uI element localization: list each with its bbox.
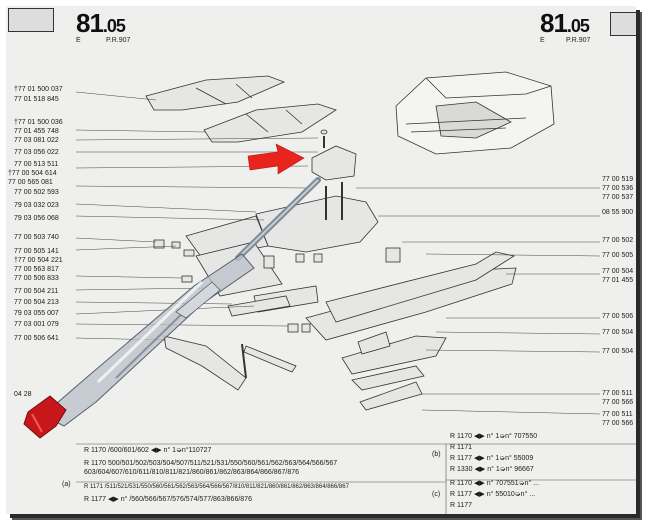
left-ref-7: †77 00 504 614	[8, 170, 57, 177]
left-ref-16: 77 00 506 833	[14, 275, 59, 282]
table-row: R 1177 ◀▶ n° /560/566/567/576/574/577/86…	[84, 496, 252, 503]
right-ref-7: 77 01 455	[602, 277, 634, 284]
header-right-icon	[610, 12, 636, 36]
header-left-e: E	[76, 37, 81, 44]
table-row: R 1177 ◀▶ n° 1➭n° 55009	[450, 455, 534, 462]
table-row: 603/604/607/610/611/810/811/821/860/861/…	[84, 469, 300, 476]
screwdriver-tester-icon	[23, 177, 321, 439]
left-ref-8: 77 00 565 081	[8, 179, 53, 186]
page-number-sub: .05	[566, 16, 590, 36]
right-ref-12: 77 00 566	[602, 399, 634, 406]
left-ref-6: 77 00 513 511	[14, 161, 59, 168]
applicability-table-right: R 1170 ◀▶ n° 1➭n° 707550 R 1171 R 1177 ◀…	[450, 432, 636, 514]
right-ref-13: 77 00 511	[602, 411, 633, 418]
table-row: R 1177	[450, 502, 473, 509]
page-number-sub: .05	[102, 16, 126, 36]
left-ref-18: 77 00 504 213	[14, 299, 59, 306]
header-right-e: E	[540, 37, 545, 44]
page-number-right: 81.05	[540, 8, 590, 39]
table-marker-b: (b)	[432, 451, 441, 458]
right-ref-0: 77 00 519	[602, 176, 634, 183]
left-ref-21: 77 00 506 641	[14, 335, 59, 342]
left-ref-2: †77 01 500 036	[14, 119, 63, 126]
left-ref-22: 04 28	[14, 391, 32, 398]
left-ref-10: 79 03 032 023	[14, 202, 59, 209]
right-ref-14: 77 00 566	[602, 420, 634, 427]
left-ref-5: 77 03 056 022	[14, 149, 59, 156]
right-ref-10: 77 00 504	[602, 348, 634, 355]
page-number-main: 81	[540, 8, 568, 38]
header-right-pr: P.R.907	[566, 37, 591, 44]
left-ref-17: 77 00 504 211	[14, 288, 59, 295]
table-row: R 1330 ◀▶ n° 1➭n° 96667	[450, 466, 534, 473]
table-row: R 1170 ◀▶ n° 1➭n° 707550	[450, 433, 538, 440]
right-ref-4: 77 00 502	[602, 237, 634, 244]
left-ref-0: †77 01 500 037	[14, 86, 63, 93]
right-ref-6: 77 00 504	[602, 268, 634, 275]
right-ref-1: 77 00 536	[602, 185, 634, 192]
left-ref-15: 77 00 563 817	[14, 266, 59, 273]
left-ref-14: †77 00 504 221	[14, 257, 63, 264]
table-row: R 1177 ◀▶ n° 55010➭n° ...	[450, 491, 536, 498]
table-row: R 1171 /511/521/531/550/560/561/562/563/…	[84, 484, 349, 490]
catalog-page: 81.05 E P.R.907 81.05 E P.R.907	[6, 6, 636, 514]
left-ref-3: 77 01 455 748	[14, 128, 59, 135]
left-ref-1: 77 01 518 845	[14, 96, 59, 103]
left-ref-4: 77 03 081 022	[14, 137, 59, 144]
table-row: R 1170 500/501/502/503/504/507/511/521/5…	[84, 460, 338, 467]
page-number-left: 81.05	[76, 8, 126, 39]
header-left-pr: P.R.907	[106, 37, 131, 44]
table-marker-c: (c)	[432, 491, 441, 498]
right-ref-2: 77 00 537	[602, 194, 634, 201]
applicability-table-left: R 1170 /600/601/602 ◀▶ n° 1➭n°110727 R 1…	[80, 446, 442, 514]
left-ref-11: 79 03 056 068	[14, 215, 59, 222]
left-ref-20: 77 03 001 079	[14, 321, 59, 328]
right-ref-8: 77 00 506	[602, 313, 634, 320]
table-marker-a: (a)	[62, 481, 71, 488]
page-number-main: 81	[76, 8, 104, 38]
left-ref-12: 77 00 503 740	[14, 234, 59, 241]
right-ref-11: 77 00 511	[602, 390, 633, 397]
right-ref-3: 08 55 900	[602, 209, 634, 216]
left-ref-13: 77 00 505 141	[14, 248, 59, 255]
left-ref-19: 79 03 055 007	[14, 310, 59, 317]
exploded-parts-diagram	[23, 71, 636, 514]
table-row: R 1170 /600/601/602 ◀▶ n° 1➭n°110727	[84, 447, 212, 454]
right-ref-5: 77 00 505	[602, 252, 634, 259]
table-row: R 1170 ◀▶ n° 707551➭n° ...	[450, 480, 540, 487]
right-ref-9: 77 00 504	[602, 329, 634, 336]
left-ref-9: 77 00 502 593	[14, 189, 59, 196]
table-row: R 1171	[450, 444, 473, 451]
red-arrow-icon	[247, 143, 305, 175]
header-left-icon	[8, 8, 54, 32]
